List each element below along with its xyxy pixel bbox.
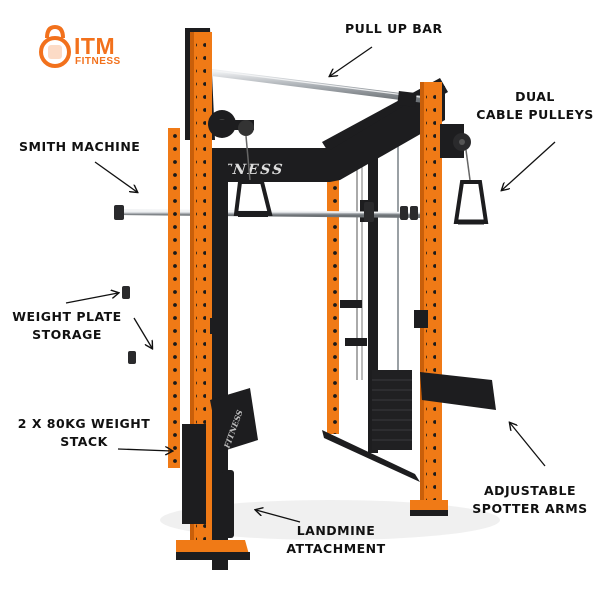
- label-weight-stack-line-2: STACK: [60, 434, 108, 449]
- label-spotter-arms-line-2: SPOTTER ARMS: [472, 501, 588, 516]
- weight-plate-storage-arrow-1: [65, 293, 118, 304]
- label-dual-cable-pulleys-line-2: CABLE PULLEYS: [476, 107, 594, 122]
- label-dual-cable-pulleys-line-1: DUAL: [515, 89, 555, 104]
- label-landmine-attachment-line-2: ATTACHMENT: [286, 541, 386, 556]
- smith-machine-arrow: [94, 161, 137, 192]
- weight-plate-pegs: [114, 206, 175, 364]
- label-smith-machine: SMITH MACHINE: [19, 139, 141, 154]
- brand-name: ITM: [74, 33, 116, 59]
- label-weight-stack: 2 X 80KG WEIGHT STACK: [12, 415, 156, 451]
- label-weight-plate-storage: WEIGHT PLATE STORAGE: [8, 308, 126, 344]
- kettlebell-icon: [39, 24, 71, 68]
- label-pull-up-bar: PULL UP BAR: [345, 21, 443, 36]
- label-weight-plate-storage-line-1: WEIGHT PLATE: [12, 309, 122, 324]
- label-weight-stack-line-1: 2 X 80KG WEIGHT: [17, 416, 151, 431]
- pull-up-bar-arrow: [330, 46, 373, 76]
- label-weight-plate-storage-line-2: STORAGE: [32, 327, 102, 342]
- pull-up-bar: [204, 68, 432, 108]
- label-dual-cable-pulleys: DUAL CABLE PULLEYS: [474, 88, 596, 124]
- front-right-tower: [410, 82, 496, 516]
- label-landmine-attachment: LANDMINE ATTACHMENT: [278, 522, 394, 558]
- weight-stack-arrow: [117, 449, 172, 451]
- callout-arrows: [65, 46, 556, 523]
- dual-cable-pulleys-arrow: [502, 141, 556, 190]
- landmine-arrow: [256, 510, 301, 523]
- brand-subtitle: FITNESS: [75, 56, 121, 67]
- left-stirrup-handle: [233, 135, 273, 217]
- label-landmine-attachment-line-1: LANDMINE: [296, 523, 376, 538]
- brand-logo: [39, 24, 71, 68]
- label-spotter-arms: ADJUSTABLE SPOTTER ARMS: [470, 482, 590, 518]
- weight-plate-storage-arrow-2: [133, 317, 152, 348]
- spotter-arms-arrow: [510, 423, 546, 467]
- label-spotter-arms-line-1: ADJUSTABLE: [483, 483, 577, 498]
